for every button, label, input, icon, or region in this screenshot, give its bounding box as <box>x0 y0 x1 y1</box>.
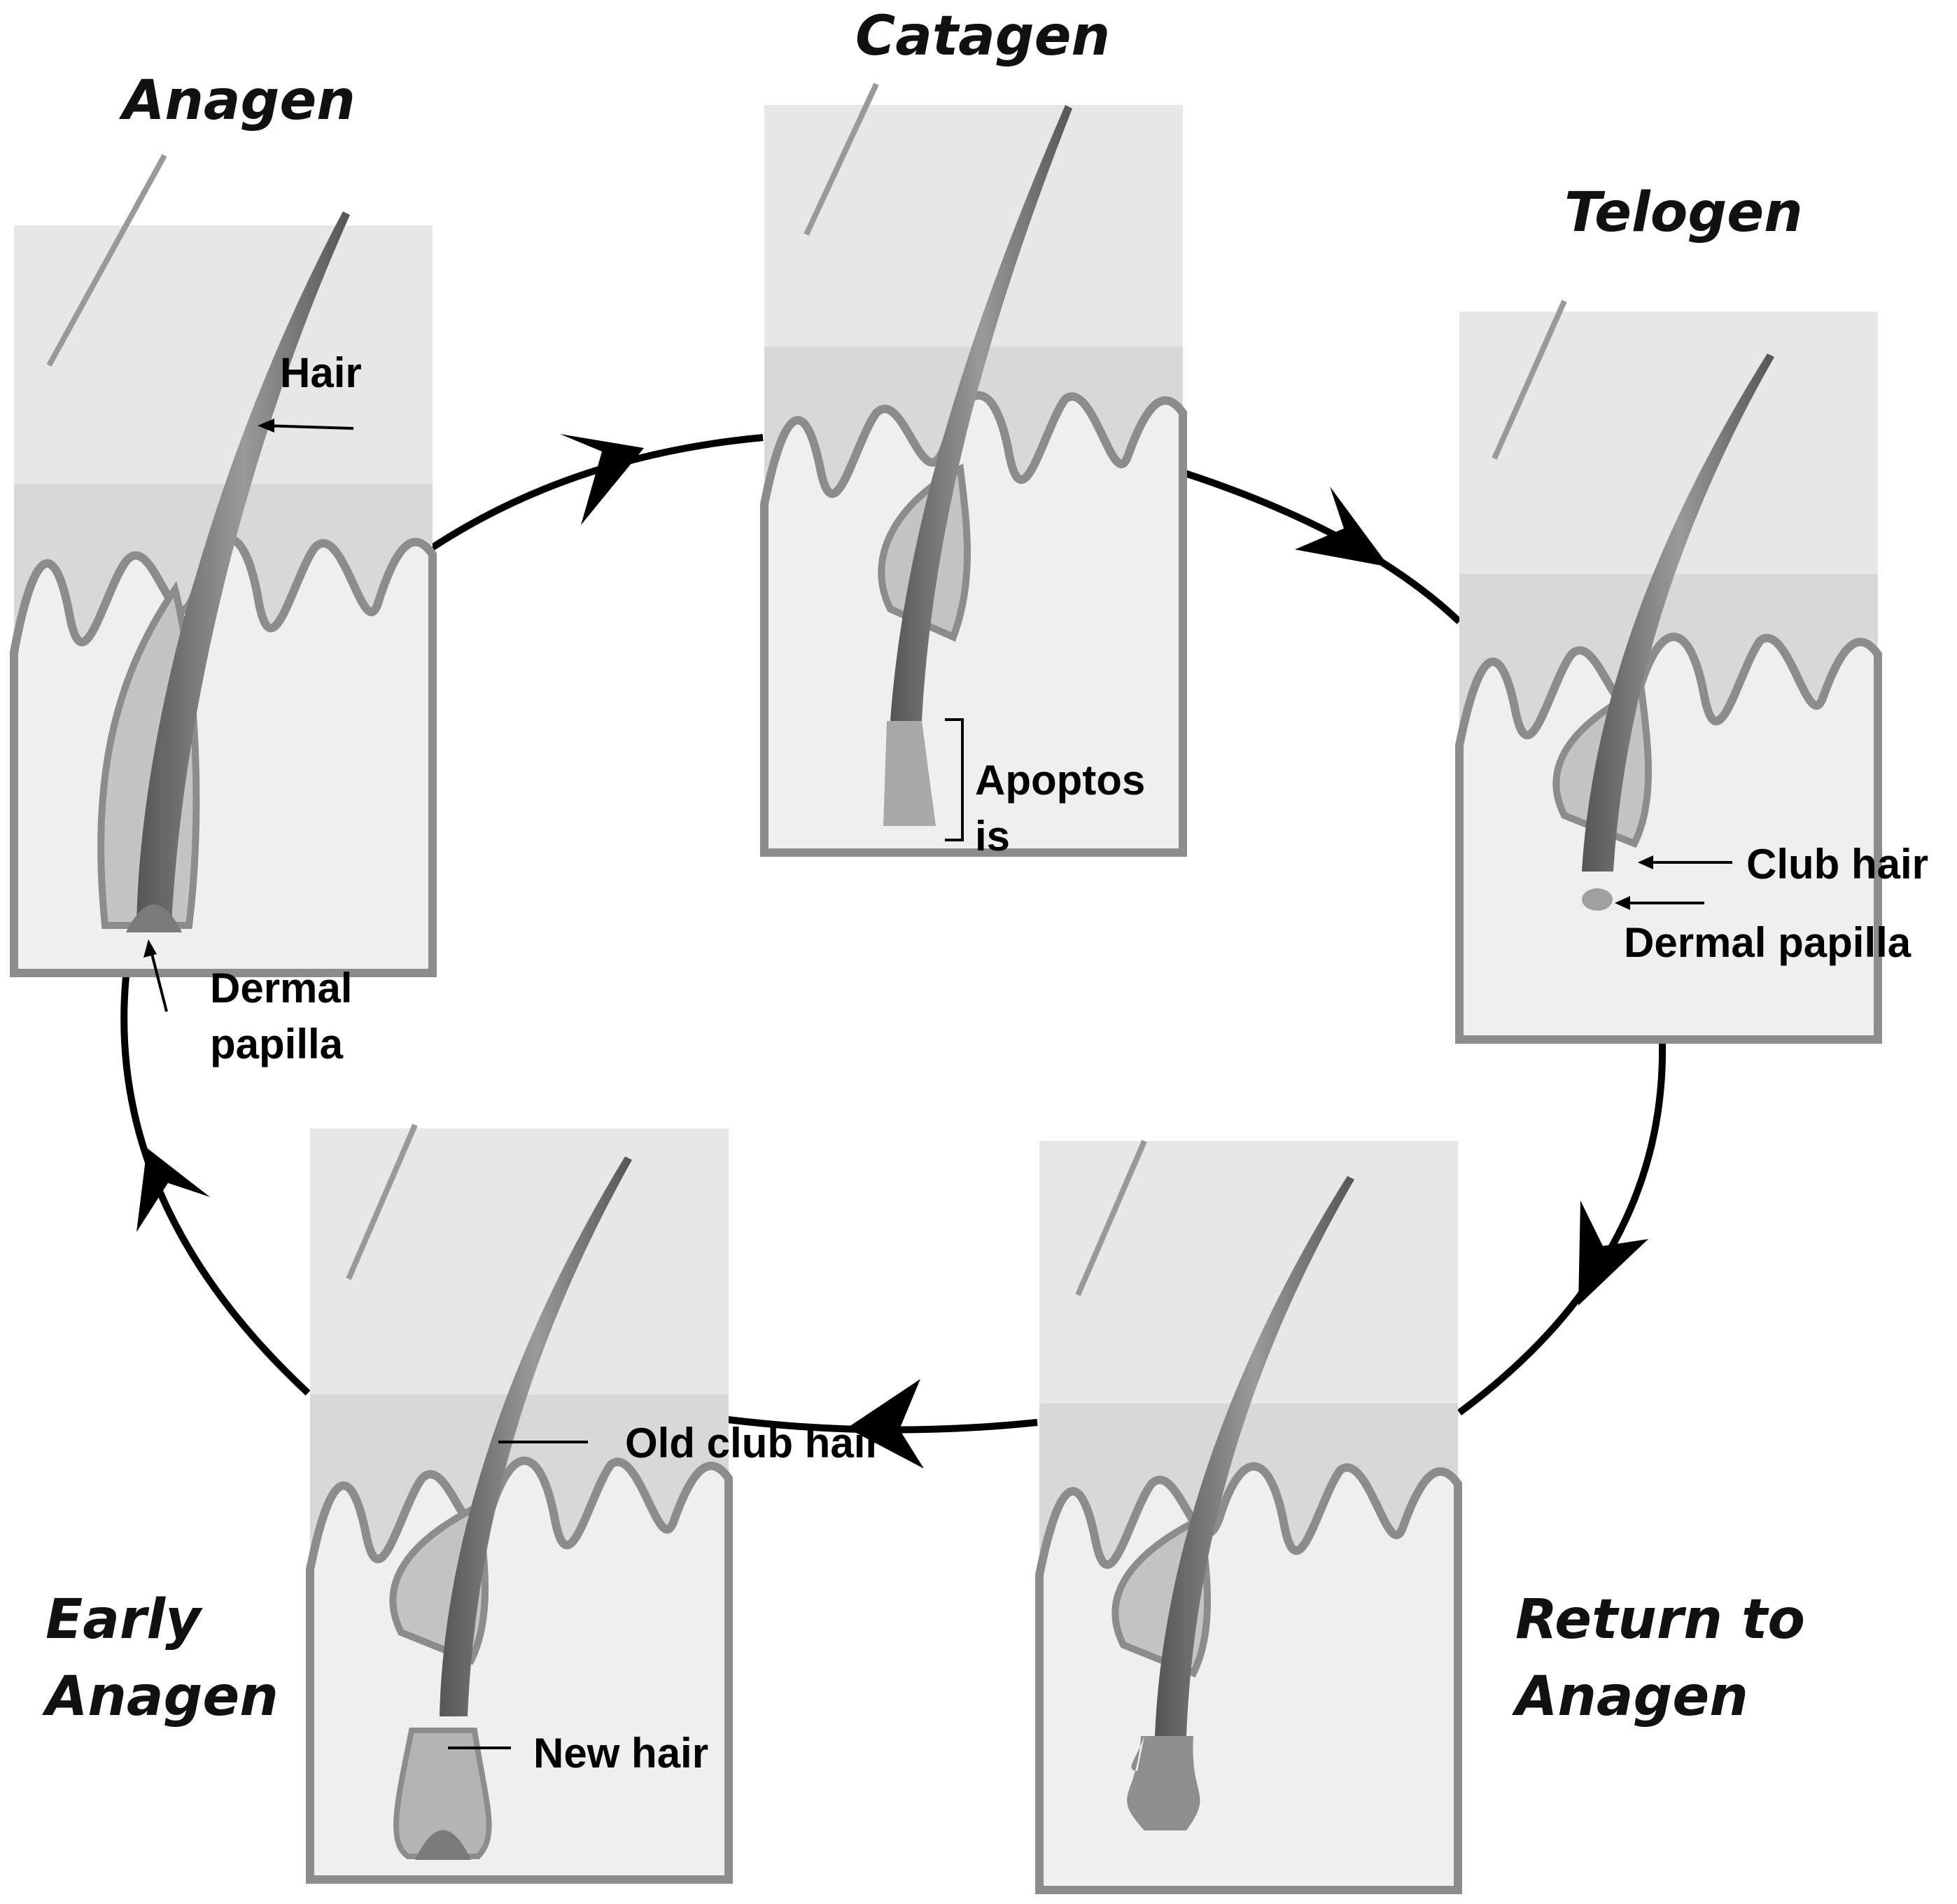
panel-early-new-hair <box>393 1728 492 1859</box>
panel-early-side-hair <box>346 1124 418 1280</box>
panel-early-anagen <box>306 1124 733 1884</box>
stage-titles: Anagen Catagen Telogen Return to Anagen … <box>41 5 1805 1728</box>
arrowhead-to-anagen <box>136 1148 210 1232</box>
panel-early-epidermis <box>310 1128 729 1394</box>
arrowhead-to-telogen <box>1295 486 1389 567</box>
panel-anagen <box>10 154 437 977</box>
panel-return-bulb <box>1127 1736 1200 1830</box>
panel-telogen-hair-shaft <box>1582 354 1774 872</box>
panel-telogen <box>1455 300 1882 1044</box>
panel-return-to-anagen <box>1035 1140 1462 1894</box>
panel-catagen-side-hair <box>804 83 879 236</box>
title-early-anagen-line2: Anagen <box>41 1665 279 1728</box>
title-telogen: Telogen <box>1564 181 1803 244</box>
label-old-club-hair: Old club hair <box>625 1420 882 1466</box>
panel-early-papilla <box>415 1830 471 1860</box>
title-catagen: Catagen <box>855 5 1110 68</box>
title-return-to-anagen-line2: Anagen <box>1511 1665 1748 1728</box>
arrowhead-to-catagen <box>560 434 644 525</box>
panel-telogen-papilla <box>1582 888 1613 911</box>
label-new-hair: New hair <box>533 1730 708 1777</box>
title-anagen: Anagen <box>118 69 356 132</box>
label-anagen-dermal-papilla-line2: papilla <box>210 1021 344 1068</box>
arc-early-to-anagen <box>120 976 311 1396</box>
label-club-hair: Club hair <box>1746 841 1928 888</box>
pointer-anagen-dermal-papilla-head <box>143 939 157 958</box>
arrowhead-to-return <box>1578 1200 1648 1306</box>
label-anagen-dermal-papilla-line1: Dermal <box>210 965 352 1011</box>
pointer-club-hair-head <box>1638 855 1653 869</box>
pointer-telogen-dermal-papilla-head <box>1615 896 1630 910</box>
title-return-to-anagen-line1: Return to <box>1515 1588 1805 1651</box>
panel-return-hair-shaft <box>1155 1176 1354 1736</box>
panel-telogen-dermal-ridge <box>1455 633 1882 1044</box>
panel-return-side-hair <box>1075 1140 1147 1296</box>
pointer-hair-head <box>258 419 274 433</box>
label-hair: Hair <box>280 349 362 396</box>
structure-labels: Hair Dermal papilla Apoptos is Club hair… <box>210 349 1928 1777</box>
panel-catagen-apoptosis-cells <box>883 721 936 826</box>
arc-telogen-to-return <box>1457 1042 1667 1416</box>
panel-catagen-epidermis <box>764 105 1183 346</box>
panel-anagen-hair-shaft <box>136 211 350 925</box>
panel-anagen-epidermis <box>14 225 433 484</box>
label-apoptosis-line1: Apoptos <box>975 757 1145 804</box>
pointer-anagen-dermal-papilla <box>149 948 168 1012</box>
arc-anagen-to-catagen <box>430 434 764 551</box>
panel-catagen <box>760 83 1187 857</box>
cycle-arrows <box>120 434 1667 1469</box>
pointer-hair <box>262 424 354 430</box>
panel-anagen-side-hair <box>46 154 167 367</box>
panel-anagen-papilla <box>126 904 182 932</box>
panel-telogen-epidermis <box>1459 312 1878 574</box>
title-early-anagen-line1: Early <box>45 1588 203 1651</box>
arrowhead-to-early <box>847 1379 924 1469</box>
bracket-apoptosis <box>945 718 964 841</box>
label-telogen-dermal-papilla: Dermal papilla <box>1624 919 1912 966</box>
annotation-pointers <box>143 419 1732 1749</box>
panel-telogen-side-hair <box>1492 300 1567 460</box>
panel-early-old-club-hair <box>440 1156 632 1716</box>
panel-return-epidermis <box>1039 1141 1458 1404</box>
label-apoptosis-line2: is <box>975 813 1010 860</box>
panel-catagen-hair-shaft <box>890 105 1072 721</box>
